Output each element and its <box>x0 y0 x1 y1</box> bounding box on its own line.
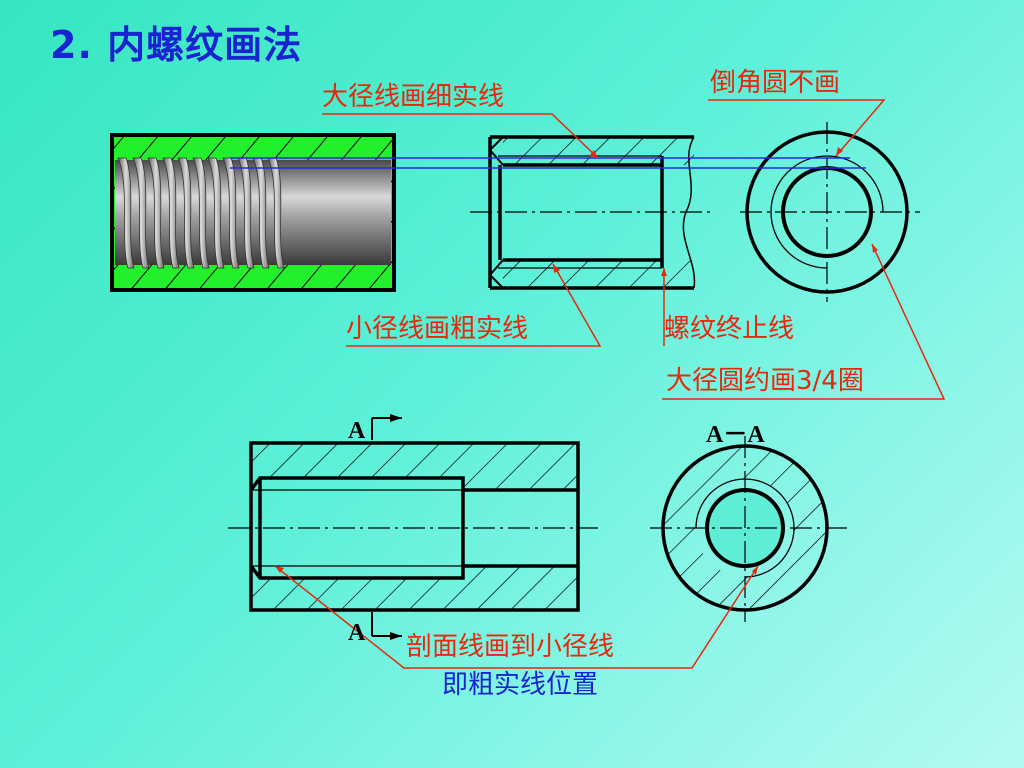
leader-lines <box>274 99 946 669</box>
cut-label-bottom: A <box>348 620 366 646</box>
label-thread-end-line: 螺纹终止线 <box>664 314 795 344</box>
leader-arrows <box>275 147 878 575</box>
label-hatch-to-minor: 剖面线画到小径线 <box>406 632 615 662</box>
thread-crest <box>177 157 195 269</box>
thread-crest <box>237 157 255 269</box>
threaded-part-3d-view <box>110 133 396 292</box>
label-thick-line-position: 即粗实线位置 <box>442 670 599 700</box>
section-view-top <box>470 135 710 290</box>
section-view-label: A－A <box>706 422 765 448</box>
section-end-view <box>650 436 850 622</box>
thread-crest <box>147 157 165 269</box>
cut-label-top: A <box>348 418 366 444</box>
thread-crest <box>267 157 285 269</box>
thread-crest <box>117 157 135 269</box>
thread-crest <box>222 157 240 269</box>
thread-crest <box>162 157 180 269</box>
thread-crests <box>117 157 285 269</box>
thread-crest <box>207 157 225 269</box>
label-chamfer-circle-omitted: 倒角圆不画 <box>710 68 841 98</box>
end-view-top <box>740 122 920 302</box>
thread-crest <box>192 157 210 269</box>
thread-crest <box>132 157 150 269</box>
page-title: 2. 内螺纹画法 <box>50 23 303 67</box>
thread-crest <box>252 157 270 269</box>
label-major-circle-three-quarter: 大径圆约画3/4圈 <box>666 366 864 396</box>
label-minor-diameter-thick: 小径线画粗实线 <box>346 314 529 344</box>
label-major-diameter-thin: 大径线画细实线 <box>322 82 505 112</box>
section-view-bottom <box>228 414 598 640</box>
